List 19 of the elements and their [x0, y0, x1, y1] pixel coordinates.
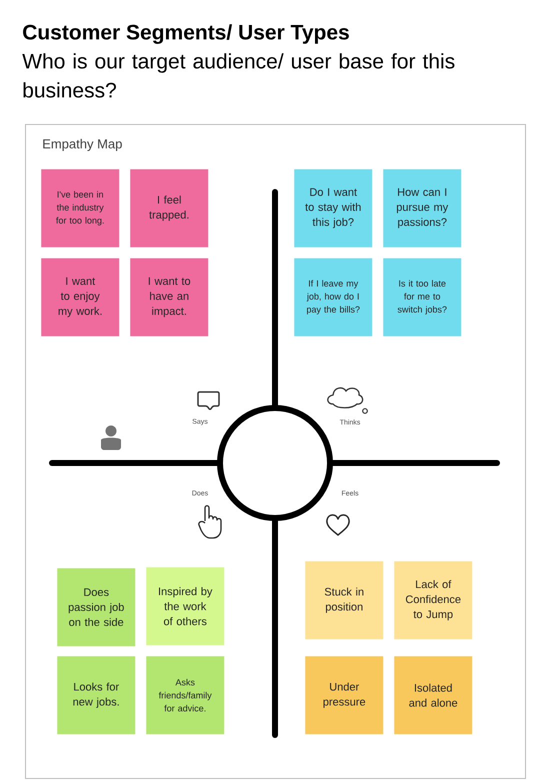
center-circle	[217, 405, 333, 521]
sticky-note: How can I pursue my passions?	[383, 169, 462, 248]
sticky-note: Looks for new jobs.	[57, 656, 136, 734]
sticky-note: I want to have an impact.	[130, 258, 208, 336]
heading: Customer Segments/ User Types	[23, 24, 349, 44]
sticky-note: Isolated and alone	[394, 656, 472, 734]
sticky-note: Is it too late for me to switch jobs?	[383, 258, 462, 336]
sticky-note: I feel trapped.	[130, 169, 208, 248]
sticky-note: Stuck in position	[305, 561, 384, 640]
sticky-note: Does passion job on the side	[57, 568, 136, 646]
sticky-note: I've been in the industry for too long.	[41, 169, 120, 248]
subheading: Who is our target audience/ user base for this business?	[22, 53, 454, 98]
sticky-note: Do I want to stay with this job?	[294, 169, 372, 248]
sticky-note: I want to enjoy my work.	[41, 258, 120, 336]
sticky-note: If I leave my job, how do I pay the bills?	[294, 258, 372, 336]
sticky-note: Under pressure	[305, 656, 384, 734]
sticky-note: Inspired by the work of others	[146, 567, 224, 646]
sticky-note: Lack of Confidence to Jump	[394, 561, 472, 640]
sticky-note: Asks friends/family for advice.	[146, 656, 224, 734]
